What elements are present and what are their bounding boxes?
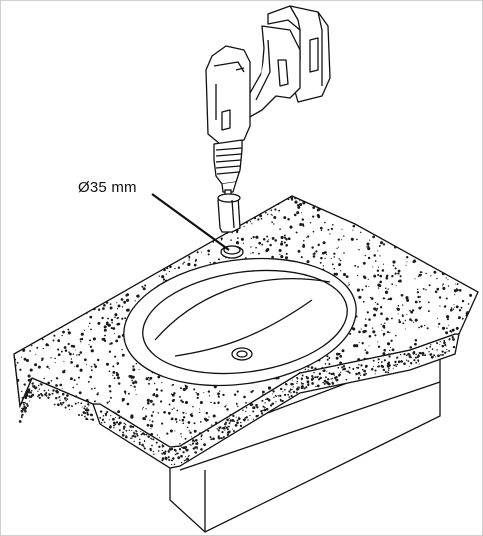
hole-saw-icon xyxy=(217,189,241,233)
callout-leader-line xyxy=(151,193,230,251)
cordless-drill-icon xyxy=(205,5,331,193)
edge-speckle-texture xyxy=(18,336,456,466)
hole-diameter-label: Ø35 mm xyxy=(78,179,137,196)
drain-hole xyxy=(231,347,253,361)
sink-basin xyxy=(123,257,357,387)
